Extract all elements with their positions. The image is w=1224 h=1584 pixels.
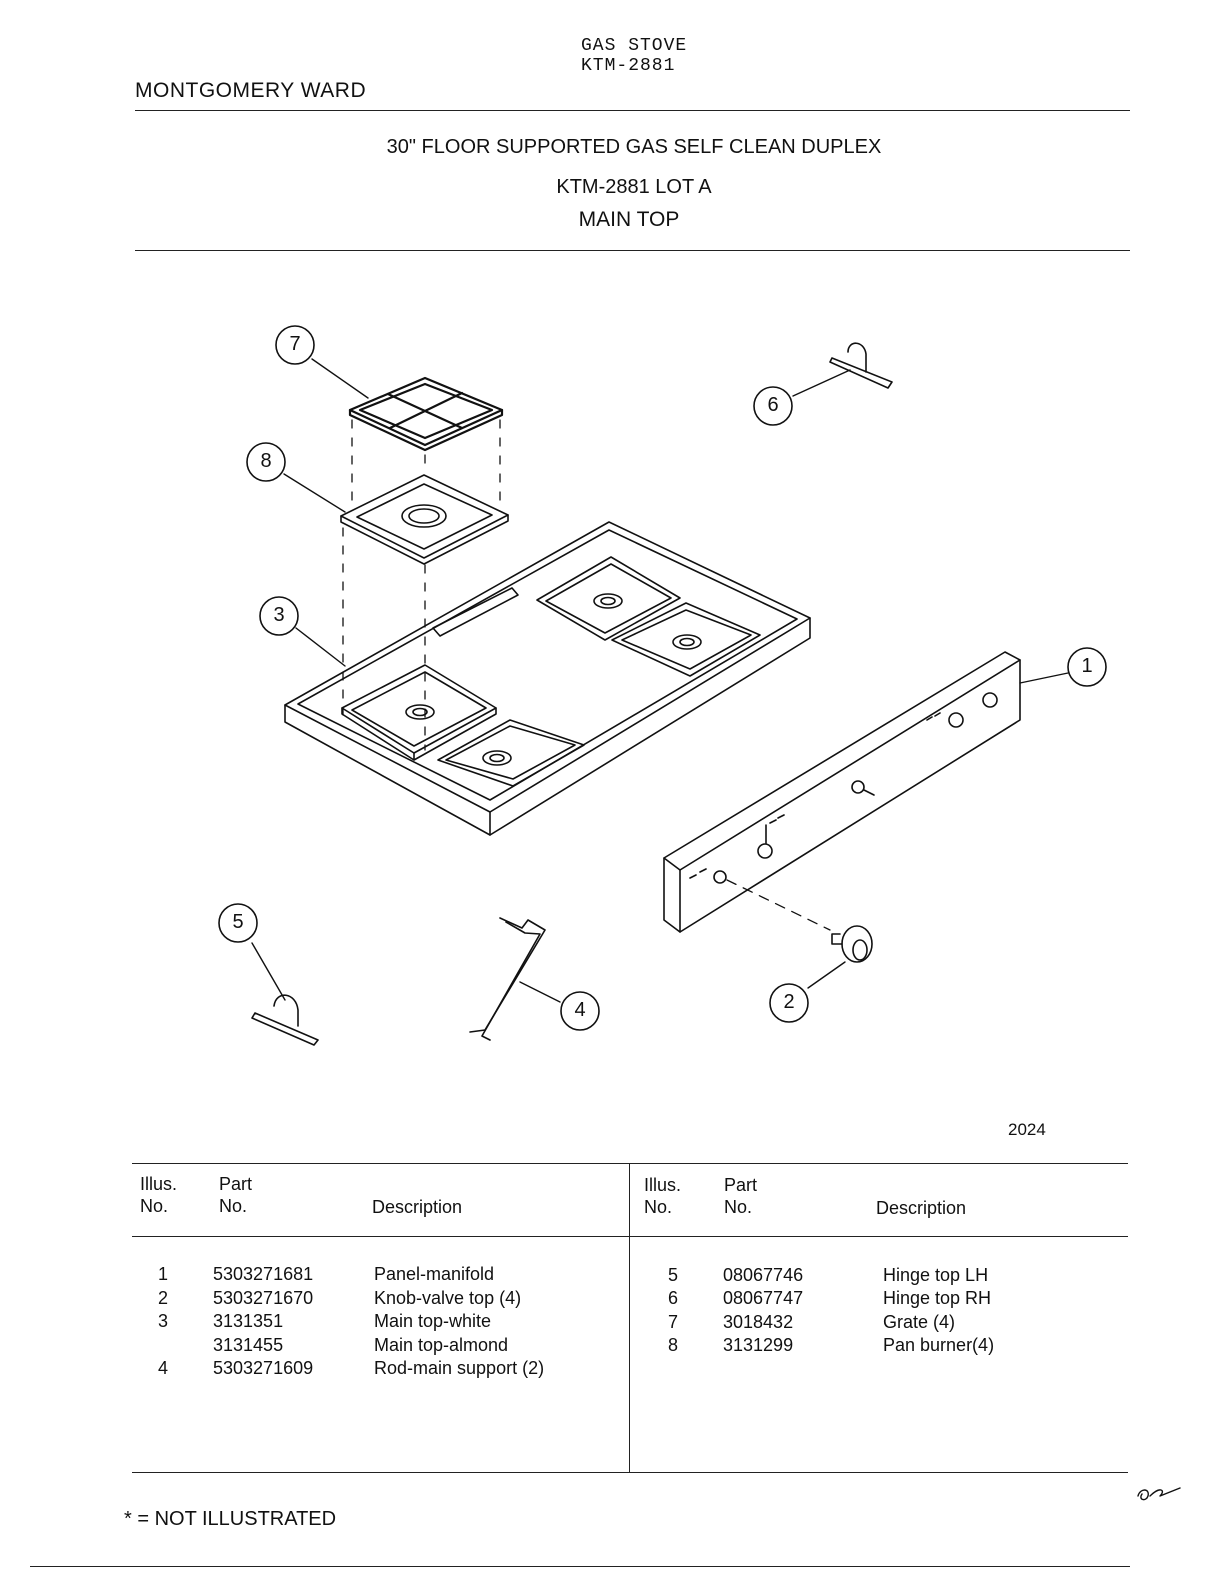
main-top-illustration	[284, 521, 811, 836]
leader-lines	[251, 358, 1069, 1003]
table-row-4-part: 3131455	[213, 1335, 284, 1355]
table-row-2-part: 5303271670	[213, 1288, 314, 1308]
callout-1: 1	[1081, 655, 1093, 677]
table-bottom-rule	[132, 1472, 1128, 1473]
callout-3: 3	[273, 604, 285, 626]
table-row-5-part: 5303271609	[213, 1358, 314, 1378]
callout-circles	[218, 325, 1107, 1031]
header-description-left: Description	[372, 1197, 463, 1217]
knob-illustration	[831, 925, 873, 963]
product-heading: GAS STOVE KTM-2881	[581, 36, 687, 76]
hinge-lh-illustration	[251, 994, 319, 1046]
hinge-rh-illustration	[829, 342, 893, 389]
table-row-3-part: 3131351	[213, 1311, 284, 1331]
table-divider	[629, 1163, 630, 1473]
table-row-r4-illus: 8	[668, 1335, 679, 1355]
table-row-3-desc: Main top-white	[374, 1311, 492, 1331]
title-line-2: KTM-2881 LOT A	[556, 176, 712, 198]
alignment-lines	[342, 419, 501, 751]
header-description-right: Description	[876, 1198, 967, 1218]
title-line-1: 30" FLOOR SUPPORTED GAS SELF CLEAN DUPLE…	[386, 136, 882, 158]
table-row-1-illus: 1	[158, 1264, 169, 1284]
table-row-r2-desc: Hinge top RH	[883, 1288, 992, 1308]
table-top-rule	[132, 1163, 1128, 1164]
table-row-2-illus: 2	[158, 1288, 169, 1308]
table-row-r1-part: 08067746	[723, 1265, 804, 1285]
callout-2: 2	[783, 991, 795, 1013]
table-row-r4-part: 3131299	[723, 1335, 794, 1355]
callout-4: 4	[574, 999, 586, 1021]
knob-alignment-line	[726, 879, 831, 931]
table-row-r1-desc: Hinge top LH	[883, 1265, 989, 1285]
handwritten-mark	[1137, 1487, 1181, 1501]
table-row-1-desc: Panel-manifold	[374, 1264, 495, 1284]
pan-burner-illustration	[340, 474, 509, 565]
callout-8: 8	[260, 450, 272, 472]
table-row-1-part: 5303271681	[213, 1264, 314, 1284]
title-rule	[135, 250, 1130, 251]
model-number: KTM-2881	[581, 56, 676, 76]
callout-5: 5	[232, 911, 244, 933]
callout-7: 7	[289, 333, 301, 355]
table-row-4-desc: Main top-almond	[374, 1335, 509, 1355]
figure-number: 2024	[1008, 1120, 1046, 1139]
header-illus-left: Illus.No.	[140, 1174, 178, 1216]
table-row-5-desc: Rod-main support (2)	[374, 1358, 545, 1378]
table-header-rule	[132, 1236, 1128, 1237]
table-row-r3-part: 3018432	[723, 1312, 794, 1332]
header-rule	[135, 110, 1130, 111]
grate-illustration	[348, 376, 504, 452]
table-row-r3-desc: Grate (4)	[883, 1312, 956, 1332]
footnote: * = NOT ILLUSTRATED	[124, 1508, 337, 1530]
rod-illustration	[469, 917, 546, 1041]
table-row-r2-part: 08067747	[723, 1288, 804, 1308]
callout-6: 6	[767, 394, 779, 416]
brand-name: MONTGOMERY WARD	[135, 79, 367, 102]
table-row-r1-illus: 5	[668, 1265, 679, 1285]
table-row-5-illus: 4	[158, 1358, 169, 1378]
page-bottom-rule	[30, 1566, 1130, 1567]
table-row-r4-desc: Pan burner(4)	[883, 1335, 995, 1355]
title-line-3: MAIN TOP	[578, 208, 680, 231]
table-row-r2-illus: 6	[668, 1288, 679, 1308]
panel-manifold-illustration	[663, 651, 1021, 933]
product-type: GAS STOVE	[581, 36, 688, 56]
table-row-2-desc: Knob-valve top (4)	[374, 1288, 522, 1308]
header-illus-right: Illus.No.	[644, 1175, 682, 1217]
table-row-r3-illus: 7	[668, 1312, 679, 1332]
table-row-3-illus: 3	[158, 1311, 169, 1331]
